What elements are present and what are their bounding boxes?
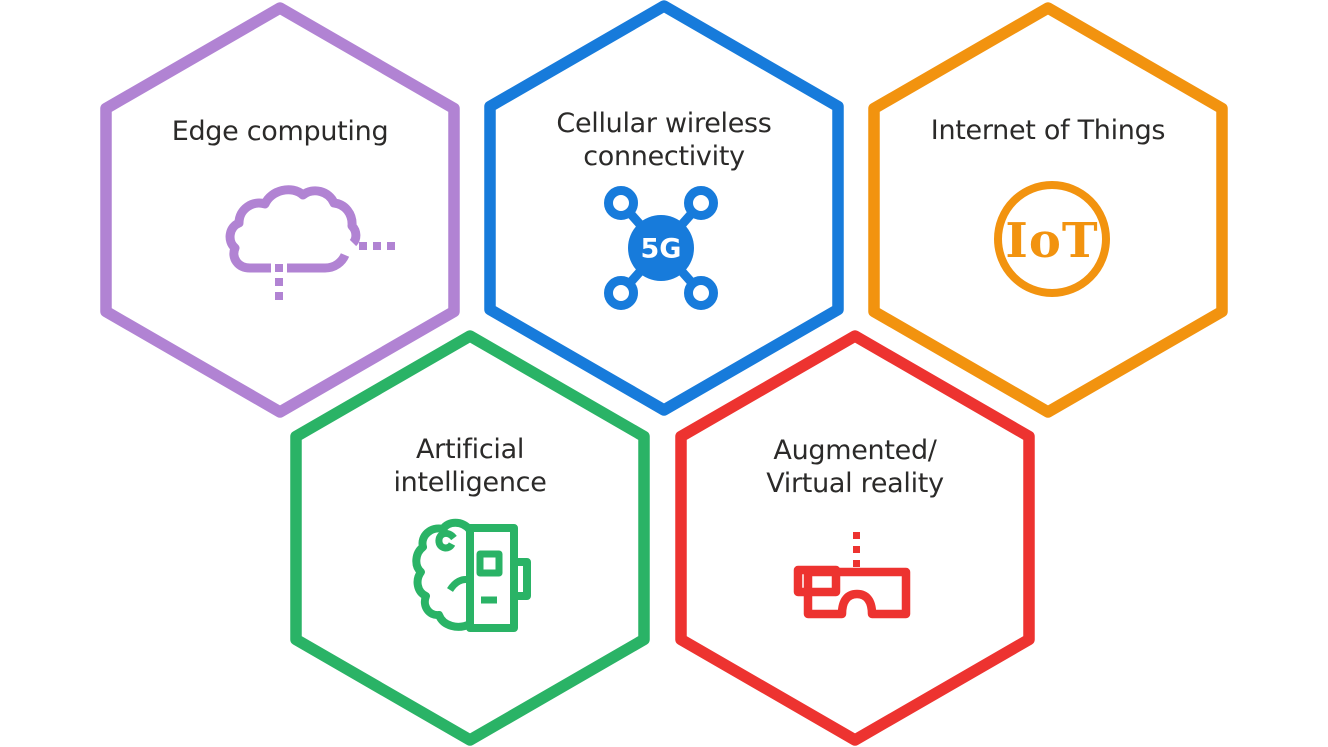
hexagon-label-line: intelligence <box>393 467 547 498</box>
hexagon-outline <box>484 0 844 416</box>
hexagon-label-line: Augmented/ <box>773 435 937 466</box>
hexagon-label-line: Artificial <box>415 434 525 465</box>
hexagon-internet-of-things: Internet of Things IoT <box>868 2 1228 418</box>
smart-glasses-icon <box>793 532 911 619</box>
hexagon-label: Edge computing <box>100 115 460 148</box>
iot-label: IoT <box>1005 213 1098 269</box>
hexagon-label-line: connectivity <box>583 141 745 172</box>
cloud-dashes <box>275 242 395 300</box>
hexagon-label: Cellular wireless connectivity <box>484 107 844 173</box>
5g-network-icon: 5G <box>604 186 718 310</box>
hexagon-label-line: Cellular wireless <box>556 108 772 139</box>
hexagon-artificial-intelligence: Artificial intelligence <box>290 330 650 746</box>
hexagon-cellular-wireless: Cellular wireless connectivity 5G <box>484 0 844 416</box>
5g-label: 5G <box>641 234 682 265</box>
hexagon-label-line: Virtual reality <box>766 468 944 499</box>
hexagon-outline <box>868 2 1228 418</box>
glasses-camera-block <box>793 565 841 597</box>
iot-badge-icon: IoT <box>994 181 1110 297</box>
brain-chip-icon <box>412 518 531 632</box>
hexagon-label: Artificial intelligence <box>290 433 650 499</box>
cloud-edge-icon <box>225 185 395 300</box>
brain-details <box>435 529 503 604</box>
5g-hub-circle <box>628 215 694 281</box>
hexagon-augmented-virtual-reality: Augmented/ Virtual reality <box>675 330 1035 746</box>
glasses-signal-dashes <box>853 532 860 567</box>
brain-head-outline <box>412 518 531 632</box>
glasses-frame <box>803 567 911 619</box>
hexagon-edge-computing: Edge computing <box>100 2 460 418</box>
hexagon-label-line: Edge computing <box>171 116 389 147</box>
iot-ring <box>994 181 1110 297</box>
hexagon-label: Augmented/ Virtual reality <box>675 434 1035 500</box>
hexagon-label: Internet of Things <box>868 114 1228 147</box>
hexagon-outline <box>100 2 460 418</box>
hexagon-label-line: Internet of Things <box>930 115 1166 146</box>
